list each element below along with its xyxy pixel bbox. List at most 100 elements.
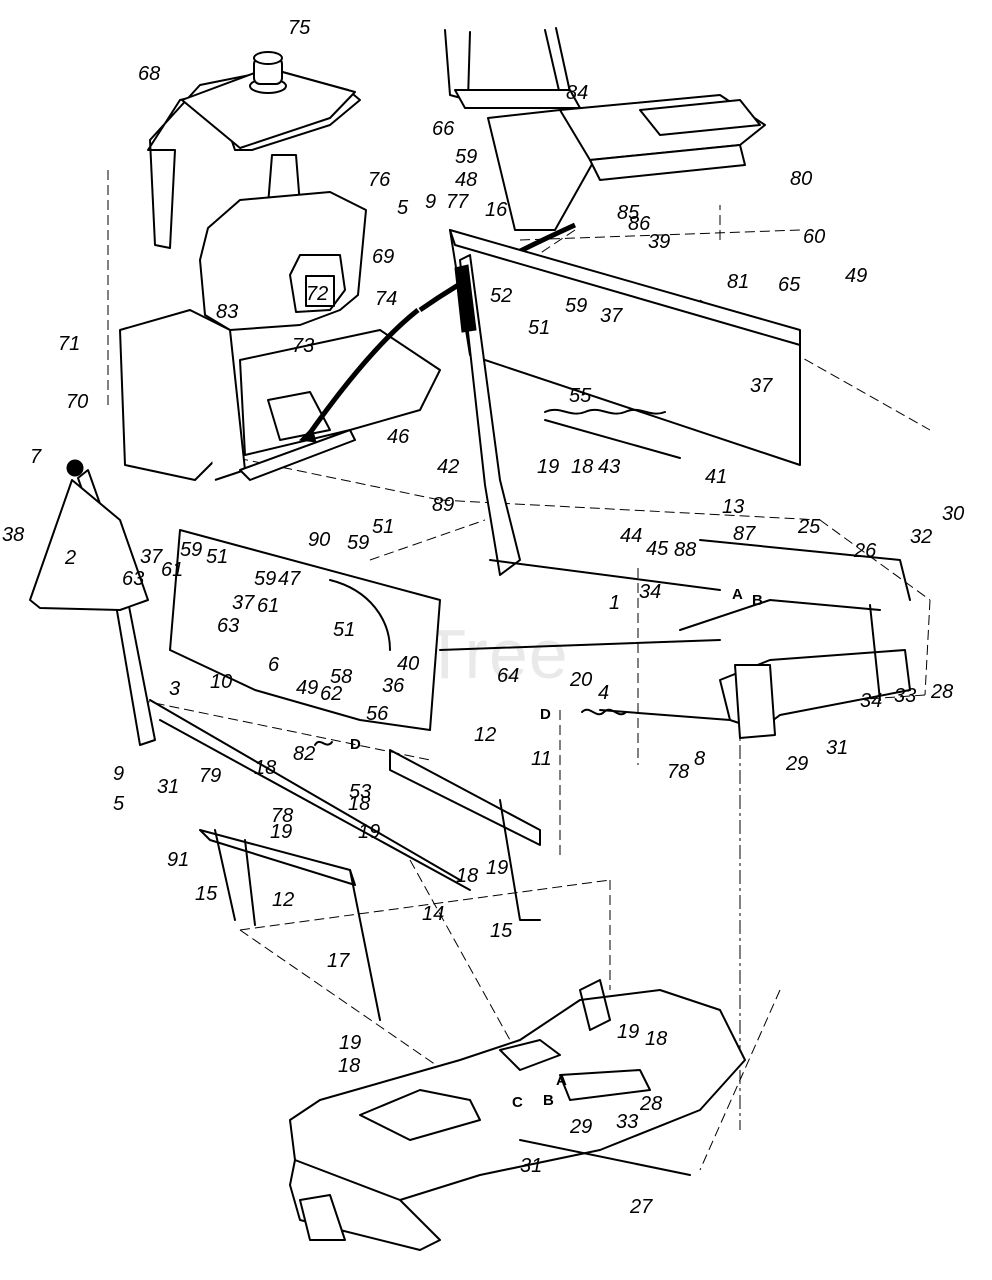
part-label: 63	[217, 615, 239, 637]
part-label: 90	[308, 529, 330, 551]
part-label: 33	[894, 685, 916, 707]
part-label: 51	[528, 317, 550, 339]
ref-label: C	[512, 1094, 523, 1111]
part-label: 59	[254, 568, 276, 590]
part-label: 12	[272, 889, 294, 911]
part-label: 31	[520, 1155, 542, 1177]
part-label: 74	[375, 288, 397, 310]
part-label: 72	[306, 283, 328, 305]
part-label: 18	[338, 1055, 360, 1077]
part-label: 56	[366, 703, 389, 725]
part-label: 62	[320, 683, 342, 705]
part-label: 82	[293, 743, 315, 765]
part-label: 51	[206, 546, 228, 568]
part-label: 31	[157, 776, 179, 798]
part-label: 7	[30, 446, 42, 468]
part-label: 64	[497, 665, 519, 687]
part-label: 37	[140, 546, 163, 568]
part-label: 44	[620, 525, 642, 547]
part-label: 80	[790, 168, 812, 190]
part-label: 6	[268, 654, 280, 676]
part-label: 49	[845, 265, 867, 287]
part-label: 25	[797, 516, 821, 538]
part-label: 86	[628, 213, 651, 235]
lever-assembly	[29, 254, 731, 1021]
frame-assembly	[444, 27, 801, 466]
part-label: 13	[722, 496, 744, 518]
part-label: 58	[330, 666, 352, 688]
part-label: 42	[437, 456, 459, 478]
part-label: 3	[169, 678, 180, 700]
part-label: 5	[397, 197, 409, 219]
part-label: 19	[270, 821, 292, 843]
part-label: 18	[571, 456, 593, 478]
part-label: 83	[216, 301, 238, 323]
part-label: 91	[167, 849, 189, 871]
part-label: 39	[648, 231, 670, 253]
ref-label: D	[350, 736, 361, 753]
part-label: 37	[600, 305, 623, 327]
part-label: 26	[853, 540, 877, 562]
ref-label: B	[752, 592, 763, 609]
part-label: 41	[705, 466, 727, 488]
part-label: 16	[485, 199, 508, 221]
part-label: 75	[288, 17, 311, 39]
part-label: 19	[617, 1021, 639, 1043]
part-label: 19	[358, 821, 380, 843]
part-label: 9	[425, 191, 436, 213]
fender-seat-assembly	[119, 51, 577, 481]
part-label: 5	[113, 793, 125, 815]
part-label: 34	[860, 690, 882, 712]
part-label: 51	[372, 516, 394, 538]
part-label: 88	[674, 539, 696, 561]
part-label: 51	[333, 619, 355, 641]
part-label: 45	[646, 538, 669, 560]
part-label: 65	[778, 274, 801, 296]
part-label: 12	[474, 724, 496, 746]
part-label: 61	[161, 559, 183, 581]
part-label: 2	[64, 547, 76, 569]
ref-label: B	[543, 1092, 554, 1109]
part-label: 84	[566, 82, 588, 104]
part-label: 47	[278, 568, 301, 590]
part-label: 59	[565, 295, 587, 317]
part-label: 18	[456, 865, 478, 887]
part-label: 79	[199, 765, 221, 787]
part-label: 61	[257, 595, 279, 617]
reference-letter-labels: A B D D A B C	[350, 586, 763, 1111]
part-label: 8	[694, 748, 705, 770]
part-label: 28	[930, 681, 953, 703]
part-label: 63	[122, 568, 144, 590]
part-label: 32	[910, 526, 932, 548]
part-label: 59	[455, 146, 477, 168]
part-label: 28	[639, 1093, 662, 1115]
part-label: 48	[455, 169, 477, 191]
part-label: 71	[58, 333, 80, 355]
part-label: 33	[616, 1111, 638, 1133]
part-label: 89	[432, 494, 454, 516]
part-label: 29	[785, 753, 808, 775]
part-label: 70	[66, 391, 88, 413]
part-label: 59	[347, 532, 369, 554]
part-label: 36	[382, 675, 405, 697]
part-label: 19	[339, 1032, 361, 1054]
part-label: 27	[629, 1196, 653, 1218]
part-label: 30	[942, 503, 964, 525]
part-label: 76	[368, 169, 391, 191]
part-label: 10	[210, 671, 232, 693]
part-label: 55	[569, 385, 592, 407]
part-label: 69	[372, 246, 394, 268]
part-label: 20	[569, 669, 592, 691]
part-label: 81	[727, 271, 749, 293]
ref-label: D	[540, 706, 551, 723]
part-label: 49	[296, 677, 318, 699]
part-label: 15	[490, 920, 513, 942]
part-label: 14	[422, 903, 444, 925]
part-label: 15	[195, 883, 218, 905]
part-label: 43	[598, 456, 620, 478]
part-label: 78	[271, 805, 293, 827]
part-label: 18	[254, 757, 276, 779]
part-label: 60	[803, 226, 825, 248]
part-label: 11	[531, 748, 552, 770]
